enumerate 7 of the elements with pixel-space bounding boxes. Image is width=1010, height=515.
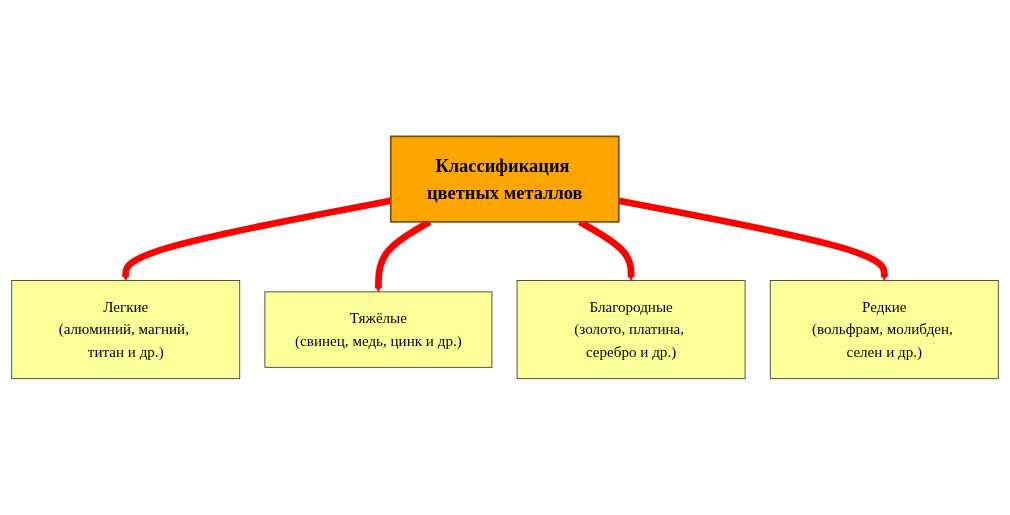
node-box: Классификация цветных металлов <box>389 135 620 223</box>
arrow <box>122 197 392 281</box>
node-box: Редкие (вольфрам, молибден, селен и др.) <box>769 280 999 380</box>
node-box: Благородные (золото, платина, серебро и др.) <box>516 280 746 380</box>
arrow <box>618 197 888 281</box>
node-box: Легкие (алюминий, магний, титан и др.) <box>11 280 241 380</box>
node-box: Тяжёлые (свинец, медь, цинк и др.) <box>264 291 493 368</box>
